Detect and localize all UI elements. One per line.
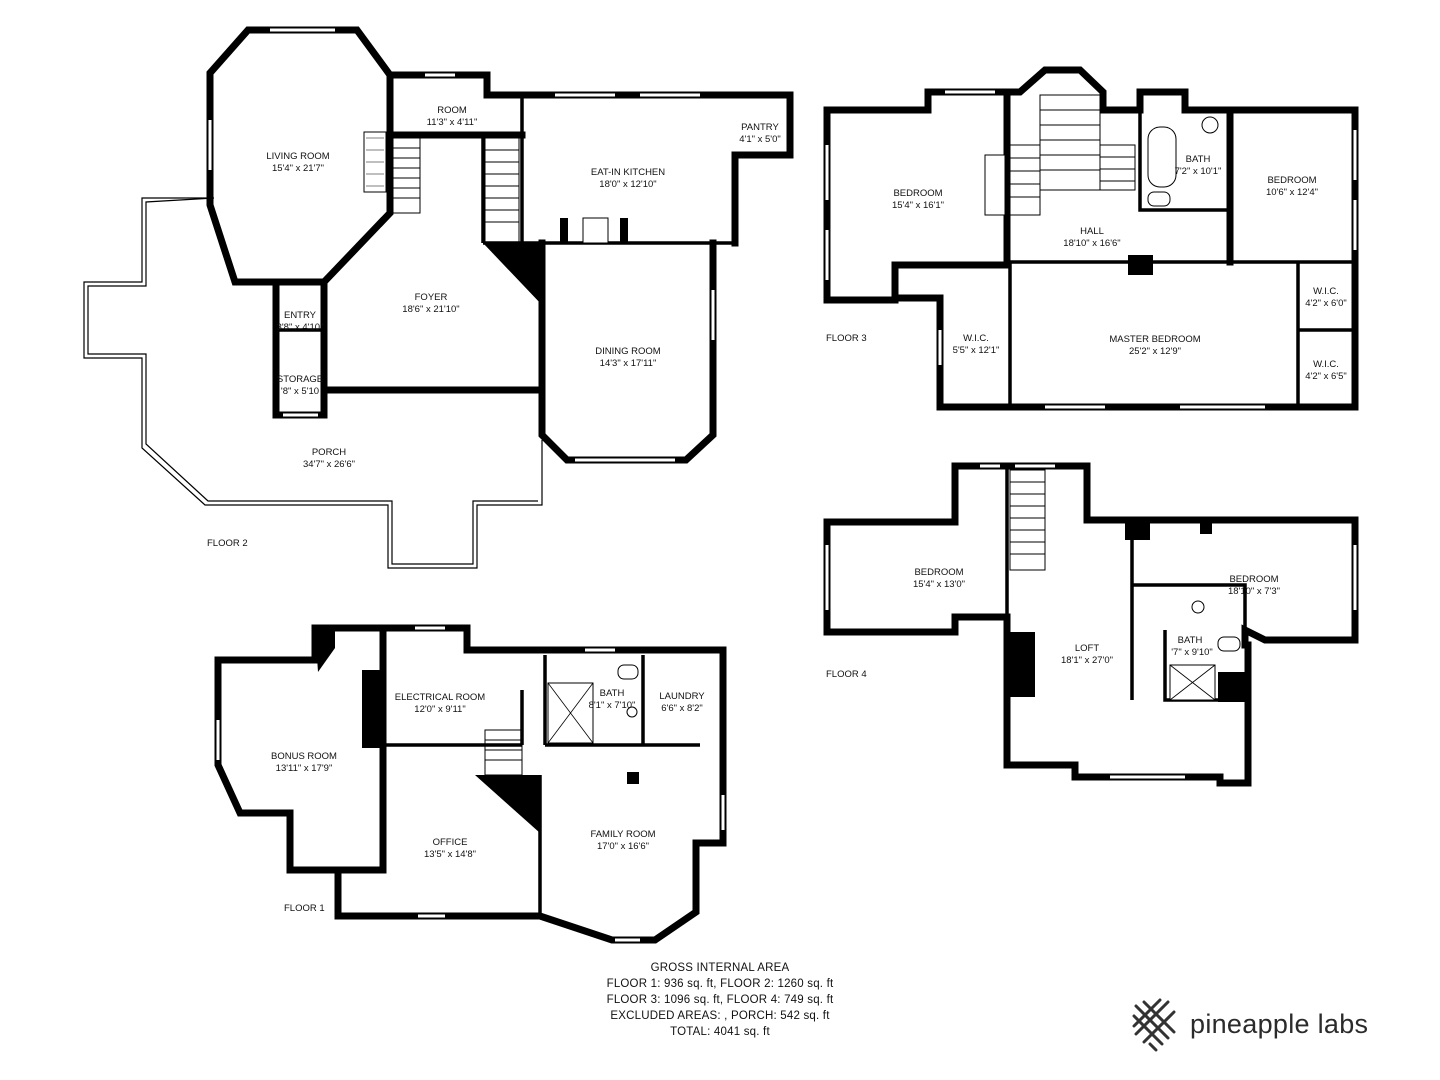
room-size: 7'2" x 10'1"	[1175, 166, 1222, 177]
floor-2-plan	[83, 26, 794, 569]
stairs-icon	[1009, 469, 1046, 571]
room-name: FOYER	[415, 292, 448, 303]
room-name: OFFICE	[433, 837, 468, 848]
room-size: 13'11" x 17'9"	[276, 763, 333, 774]
room-name: BATH	[600, 688, 625, 699]
lattice-logo-icon	[1132, 998, 1176, 1052]
toilet-icon	[1217, 636, 1241, 652]
room-name: ROOM	[437, 105, 467, 116]
room-labels: LIVING ROOM 15'4" x 21'7" ROOM 11'3" x 4…	[266, 105, 1346, 860]
room-name: LOFT	[1075, 643, 1099, 654]
room-name: FAMILY ROOM	[590, 829, 655, 840]
room-size: 10'6" x 12'4"	[1266, 187, 1318, 198]
room-name: HALL	[1080, 226, 1104, 237]
toilet-icon	[1147, 191, 1171, 207]
room-size: 25'2" x 12'9"	[1129, 346, 1181, 357]
room-name: BEDROOM	[914, 567, 963, 578]
room-name: STORAGE	[277, 374, 323, 385]
room-size: 12'0" x 9'11"	[414, 704, 465, 715]
room-size: 4'1" x 5'0"	[739, 134, 781, 145]
room-name: EAT-IN KITCHEN	[591, 167, 665, 178]
totals-line: FLOOR 1: 936 sq. ft, FLOOR 2: 1260 sq. f…	[606, 978, 834, 990]
sink-icon	[626, 706, 638, 718]
stairs-icon	[1009, 94, 1136, 216]
room-size: 14'3" x 17'11"	[600, 358, 657, 369]
floor-1-plan	[214, 624, 727, 944]
sink-icon	[1201, 116, 1219, 134]
gross-internal-area: GROSS INTERNAL AREA FLOOR 1: 936 sq. ft,…	[560, 960, 880, 1040]
fireplace-icon	[984, 154, 1006, 216]
room-size: 18'0" x 12'10"	[599, 179, 656, 190]
toilet-icon	[617, 664, 639, 680]
room-name: BONUS ROOM	[271, 751, 337, 762]
floor-labels: FLOOR 2 FLOOR 3 FLOOR 4 FLOOR 1	[207, 333, 867, 914]
floor-3-plan	[823, 66, 1359, 411]
room-size: 15'4" x 13'0"	[913, 579, 965, 590]
floor-label: FLOOR 4	[826, 669, 867, 680]
room-size: 11'3" x 4'11"	[427, 117, 478, 128]
room-size: '7" x 9'10"	[1171, 647, 1213, 658]
room-size: 3'8" x 4'10"	[277, 322, 324, 333]
brand-logo: pineapple labs	[1130, 994, 1420, 1054]
room-name: DINING ROOM	[595, 346, 661, 357]
floor-4-plan	[823, 462, 1359, 787]
totals-line: TOTAL: 4041 sq. ft	[670, 1026, 770, 1038]
stove-icon	[582, 217, 609, 244]
room-name: PANTRY	[741, 122, 779, 133]
room-size: 34'7" x 26'6"	[303, 459, 355, 470]
room-size: 18'10" x 16'6"	[1063, 238, 1120, 249]
room-name: LIVING ROOM	[266, 151, 329, 162]
room-size: 5'5" x 12'1"	[953, 345, 1000, 356]
room-size: 8'1" x 7'10"	[589, 700, 636, 711]
room-size: 4'2" x 6'5"	[1305, 371, 1347, 382]
room-size: '8" x 5'10	[281, 386, 319, 397]
room-size: 4'2" x 6'0"	[1305, 298, 1347, 309]
room-name: W.I.C.	[1313, 286, 1339, 297]
totals-line: FLOOR 3: 1096 sq. ft, FLOOR 4: 749 sq. f…	[606, 994, 834, 1006]
room-size: 18'10" x 7'3"	[1228, 586, 1280, 597]
floor-label: FLOOR 2	[207, 538, 248, 549]
floor-label: FLOOR 3	[826, 333, 867, 344]
room-size: 15'4" x 21'7"	[272, 163, 324, 174]
brand-name: pineapple labs	[1190, 1008, 1369, 1039]
stairs-icon	[389, 137, 520, 244]
bathtub-icon	[1147, 126, 1177, 188]
floor-label: FLOOR 1	[284, 903, 325, 914]
room-name: ELECTRICAL ROOM	[395, 692, 486, 703]
room-size: 15'4" x 16'1"	[892, 200, 944, 211]
totals-heading: GROSS INTERNAL AREA	[650, 962, 790, 974]
room-name: BEDROOM	[1229, 574, 1278, 585]
room-name: W.I.C.	[1313, 359, 1339, 370]
room-name: BEDROOM	[1267, 175, 1316, 186]
room-name: ENTRY	[284, 310, 317, 321]
sink-icon	[1191, 600, 1205, 614]
porch-outline	[83, 197, 543, 569]
room-name: BATH	[1178, 635, 1203, 646]
room-size: 13'5" x 14'8"	[424, 849, 476, 860]
stairs-icon	[484, 729, 523, 776]
room-name: LAUNDRY	[659, 691, 705, 702]
room-size: 6'6" x 8'2"	[661, 703, 703, 714]
totals-line: EXCLUDED AREAS: , PORCH: 542 sq. ft	[610, 1010, 830, 1022]
room-size: 18'1" x 27'0"	[1061, 655, 1113, 666]
room-name: BATH	[1186, 154, 1211, 165]
room-name: BEDROOM	[893, 188, 942, 199]
room-name: MASTER BEDROOM	[1109, 334, 1200, 345]
room-size: 17'0" x 16'6"	[597, 841, 649, 852]
room-name: W.I.C.	[963, 333, 989, 344]
room-name: PORCH	[312, 447, 346, 458]
room-size: 18'6" x 21'10"	[402, 304, 459, 315]
